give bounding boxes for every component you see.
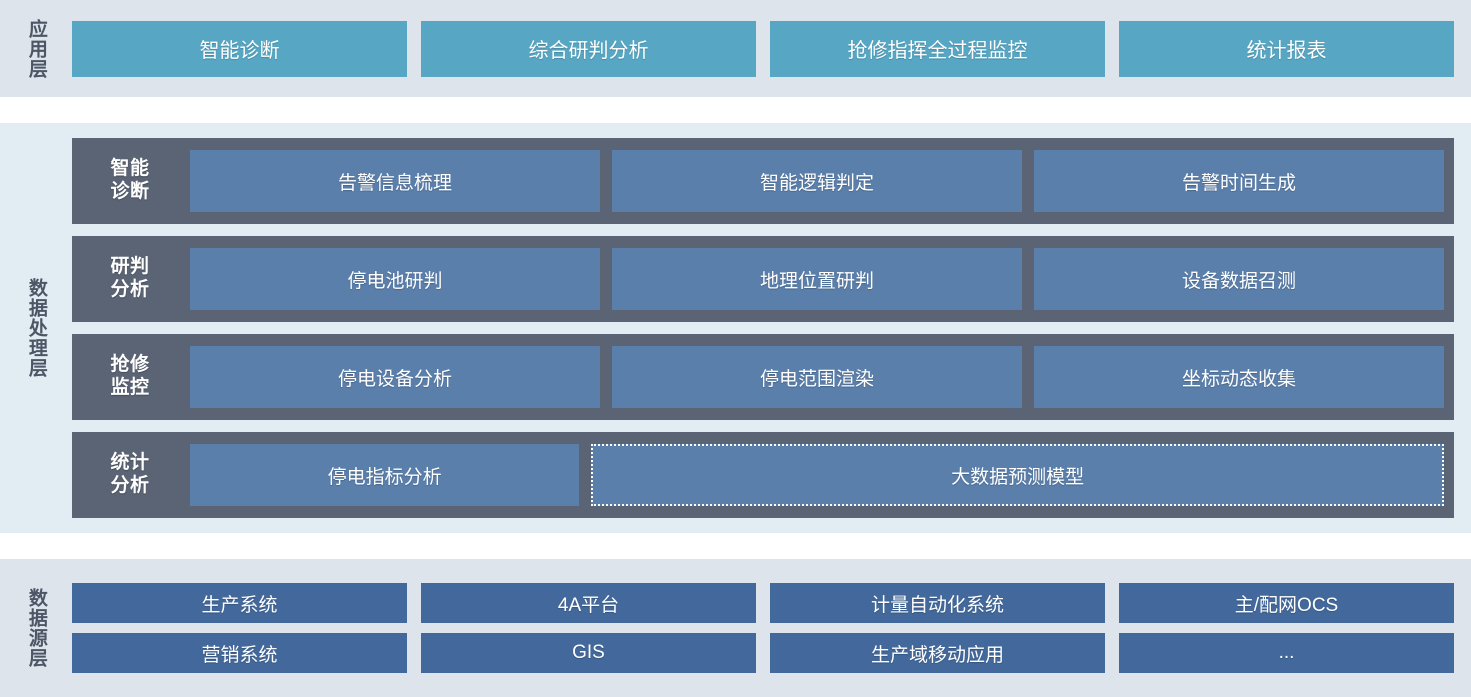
- src-box-4a-platform[interactable]: 4A平台: [421, 583, 756, 623]
- proc-row-label-line2: 分析: [110, 475, 150, 496]
- proc-row-label-line1: 抢修: [110, 354, 150, 376]
- data-processing-layer: 数据处理层 智能 诊断 告警信息梳理 智能逻辑判定 告警时间生成 研判 分析: [0, 123, 1471, 533]
- proc-row-label-line2: 诊断: [110, 181, 150, 202]
- proc-row-label-line1: 研判: [110, 256, 150, 278]
- data-source-row-2: 营销系统 GIS 生产域移动应用 ...: [72, 633, 1454, 673]
- src-box-gis[interactable]: GIS: [421, 633, 756, 673]
- proc-items-repair-monitoring: 停电设备分析 停电范围渲染 坐标动态收集: [190, 346, 1444, 408]
- application-layer: 应用层 智能诊断 综合研判分析 抢修指挥全过程监控 统计报表: [0, 0, 1471, 97]
- proc-box-intelligent-logic-judgement[interactable]: 智能逻辑判定: [612, 150, 1022, 212]
- layer-divider-top: [0, 97, 1471, 123]
- src-box-marketing-system[interactable]: 营销系统: [72, 633, 407, 673]
- src-box-metering-automation-system[interactable]: 计量自动化系统: [770, 583, 1105, 623]
- app-box-intelligent-diagnosis[interactable]: 智能诊断: [72, 20, 407, 77]
- proc-row-label-judgement-analysis: 研判 分析: [82, 256, 178, 302]
- app-box-repair-command-monitoring[interactable]: 抢修指挥全过程监控: [770, 20, 1105, 77]
- proc-row-judgement-analysis: 研判 分析 停电池研判 地理位置研判 设备数据召测: [72, 236, 1454, 322]
- proc-box-alarm-info-sorting[interactable]: 告警信息梳理: [190, 150, 600, 212]
- proc-box-outage-range-rendering[interactable]: 停电范围渲染: [612, 346, 1022, 408]
- proc-row-label-line2: 分析: [110, 279, 150, 300]
- data-source-layer-body: 生产系统 4A平台 计量自动化系统 主/配网OCS 营销系统 GIS 生产域移动…: [72, 559, 1471, 697]
- proc-row-label-statistical-analysis: 统计 分析: [82, 452, 178, 498]
- data-source-row-1: 生产系统 4A平台 计量自动化系统 主/配网OCS: [72, 583, 1454, 623]
- proc-row-label-repair-monitoring: 抢修 监控: [82, 354, 178, 400]
- proc-row-label-intelligent-diagnosis: 智能 诊断: [82, 158, 178, 204]
- proc-box-big-data-prediction-model[interactable]: 大数据预测模型: [591, 444, 1444, 506]
- src-box-more[interactable]: ...: [1119, 633, 1454, 673]
- proc-items-statistical-analysis: 停电指标分析 大数据预测模型: [190, 444, 1444, 506]
- proc-row-label-line2: 监控: [110, 377, 150, 398]
- proc-box-coordinate-dynamic-collection[interactable]: 坐标动态收集: [1034, 346, 1444, 408]
- proc-box-alarm-time-generation[interactable]: 告警时间生成: [1034, 150, 1444, 212]
- layer-divider-bottom: [0, 533, 1471, 559]
- proc-box-geographic-location-judgement[interactable]: 地理位置研判: [612, 248, 1022, 310]
- proc-box-outage-device-analysis[interactable]: 停电设备分析: [190, 346, 600, 408]
- data-processing-layer-body: 智能 诊断 告警信息梳理 智能逻辑判定 告警时间生成 研判 分析 停电池研判 地…: [72, 123, 1471, 533]
- proc-items-judgement-analysis: 停电池研判 地理位置研判 设备数据召测: [190, 248, 1444, 310]
- proc-row-label-line1: 智能: [110, 158, 150, 180]
- application-layer-label: 应用层: [25, 18, 47, 79]
- src-box-main-distribution-ocs[interactable]: 主/配网OCS: [1119, 583, 1454, 623]
- proc-box-outage-pool-judgement[interactable]: 停电池研判: [190, 248, 600, 310]
- data-source-layer: 数据源层 生产系统 4A平台 计量自动化系统 主/配网OCS 营销系统 GIS …: [0, 559, 1471, 697]
- app-box-statistical-report[interactable]: 统计报表: [1119, 20, 1454, 77]
- proc-row-label-line1: 统计: [110, 452, 150, 474]
- src-box-production-mobile-app[interactable]: 生产域移动应用: [770, 633, 1105, 673]
- src-box-production-system[interactable]: 生产系统: [72, 583, 407, 623]
- proc-items-intelligent-diagnosis: 告警信息梳理 智能逻辑判定 告警时间生成: [190, 150, 1444, 212]
- proc-row-repair-monitoring: 抢修 监控 停电设备分析 停电范围渲染 坐标动态收集: [72, 334, 1454, 420]
- app-box-comprehensive-analysis[interactable]: 综合研判分析: [421, 20, 756, 77]
- data-source-layer-label: 数据源层: [25, 588, 47, 668]
- proc-row-intelligent-diagnosis: 智能 诊断 告警信息梳理 智能逻辑判定 告警时间生成: [72, 138, 1454, 224]
- application-layer-body: 智能诊断 综合研判分析 抢修指挥全过程监控 统计报表: [72, 0, 1471, 97]
- proc-row-statistical-analysis: 统计 分析 停电指标分析 大数据预测模型: [72, 432, 1454, 518]
- proc-box-outage-index-analysis[interactable]: 停电指标分析: [190, 444, 580, 506]
- proc-box-device-data-polling[interactable]: 设备数据召测: [1034, 248, 1444, 310]
- data-processing-layer-label: 数据处理层: [25, 278, 47, 378]
